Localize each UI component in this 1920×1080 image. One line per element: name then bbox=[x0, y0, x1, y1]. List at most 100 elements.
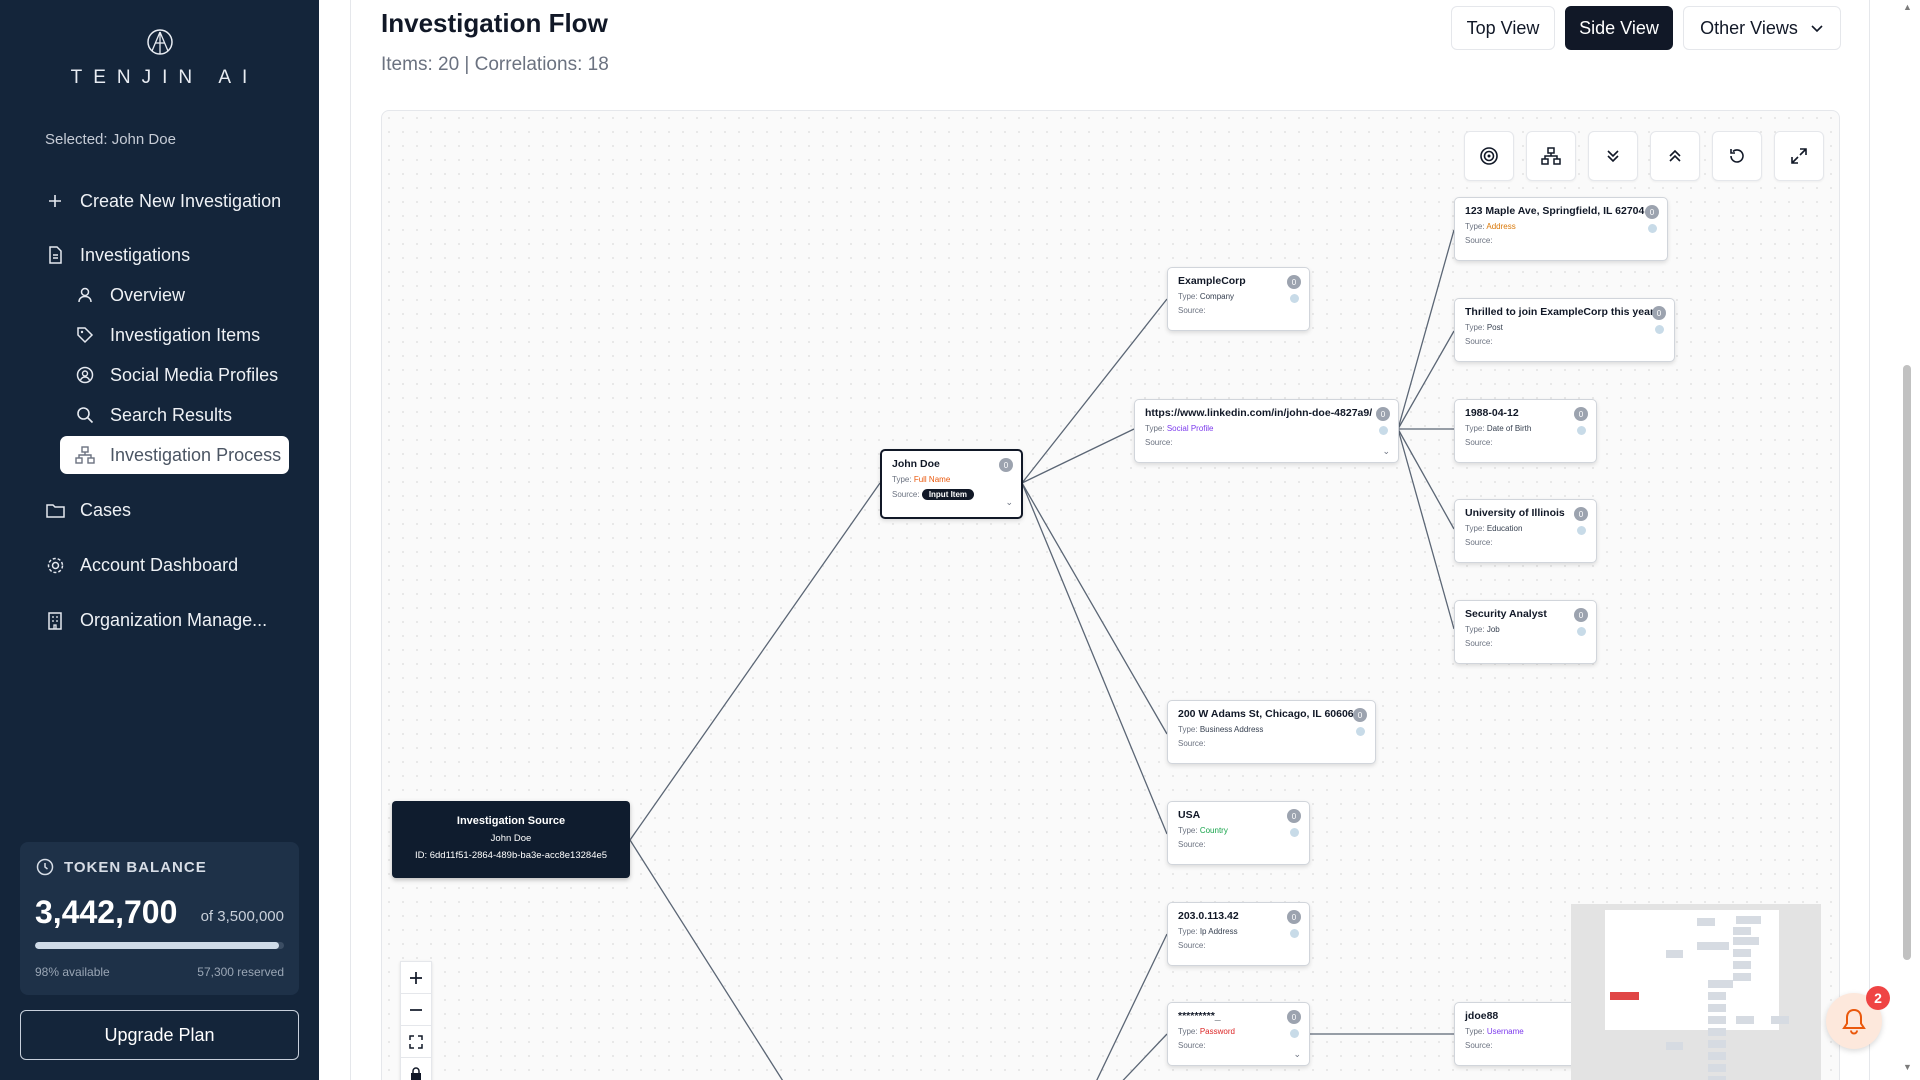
zoom-controls bbox=[400, 961, 432, 1080]
reset-button[interactable] bbox=[1712, 131, 1762, 181]
node-source: Source: bbox=[1178, 306, 1206, 315]
edge-linkedin-job bbox=[1397, 428, 1455, 630]
node-status-dot bbox=[1648, 224, 1657, 233]
fit-view-button[interactable] bbox=[401, 1026, 431, 1058]
clock-icon bbox=[36, 858, 54, 876]
node-type: Type: Username bbox=[1465, 1027, 1524, 1036]
sidebar-item-organization-management[interactable]: Organization Manage... bbox=[45, 605, 267, 635]
sidebar-item-cases[interactable]: Cases bbox=[45, 495, 131, 525]
edge-source-down bbox=[629, 839, 784, 1080]
edge-down-pwd bbox=[1122, 1033, 1168, 1080]
node-title: USA bbox=[1178, 809, 1201, 821]
sidebar-item-investigation-items[interactable]: Investigation Items bbox=[60, 316, 289, 354]
node-type: Type: Social Profile bbox=[1145, 424, 1214, 433]
fullscreen-button[interactable] bbox=[1774, 131, 1824, 181]
node-examplecorp[interactable]: ExampleCorp Type: Company Source: 0 bbox=[1167, 267, 1310, 331]
node-type-value: Business Address bbox=[1199, 725, 1264, 734]
node-source: Source: bbox=[1178, 941, 1206, 950]
sidebar-item-label: Organization Manage... bbox=[80, 609, 268, 630]
minimap-node bbox=[1666, 950, 1683, 958]
minimap-viewport bbox=[1605, 910, 1779, 1030]
sidebar-item-search-results[interactable]: Search Results bbox=[60, 396, 289, 434]
token-reserved: 57,300 reserved bbox=[197, 965, 284, 979]
node-business-address[interactable]: 200 W Adams St, Chicago, IL 60606 Type: … bbox=[1167, 700, 1376, 764]
network-icon bbox=[75, 445, 95, 465]
edge-john-adams bbox=[1021, 482, 1168, 735]
sidebar-item-create-investigation[interactable]: Create New Investigation bbox=[45, 186, 281, 216]
node-type-value: Education bbox=[1486, 524, 1523, 533]
zoom-out-button[interactable] bbox=[401, 994, 431, 1026]
layout-button[interactable] bbox=[1526, 131, 1576, 181]
node-source: Source: bbox=[1465, 438, 1493, 447]
minimap-node bbox=[1708, 1076, 1726, 1080]
minus-icon bbox=[410, 1008, 422, 1011]
node-title: jdoe88 bbox=[1465, 1010, 1499, 1022]
node-country[interactable]: USA Type: Country Source: 0 bbox=[1167, 801, 1310, 865]
investigation-source-node[interactable]: Investigation Source John Doe ID: 6dd11f… bbox=[392, 801, 630, 878]
node-count-badge: 0 bbox=[999, 458, 1013, 472]
edge-linkedin-maple bbox=[1397, 229, 1455, 430]
chevron-down-icon[interactable]: ⌄ bbox=[1005, 497, 1013, 507]
node-count-badge: 0 bbox=[1287, 809, 1301, 823]
node-count-badge: 0 bbox=[1287, 1010, 1301, 1024]
node-type: Type: Date of Birth bbox=[1465, 424, 1532, 433]
node-password[interactable]: *********_ Type: Password Source: 0 ⌄ bbox=[1167, 1002, 1310, 1066]
node-status-dot bbox=[1290, 294, 1299, 303]
node-count-badge: 0 bbox=[1353, 708, 1367, 722]
edge-linkedin-uni bbox=[1397, 428, 1455, 530]
chevron-down-icon[interactable]: ⌄ bbox=[1382, 446, 1390, 456]
node-date-of-birth[interactable]: 1988-04-12 Type: Date of Birth Source: 0 bbox=[1454, 399, 1597, 463]
token-balance-title: TOKEN BALANCE bbox=[64, 858, 207, 876]
sidebar-item-investigation-process[interactable]: Investigation Process bbox=[60, 436, 289, 474]
node-type: Type: Country bbox=[1178, 826, 1228, 835]
node-title: 1988-04-12 bbox=[1465, 407, 1519, 419]
tenjin-logo-icon bbox=[146, 29, 173, 55]
side-view-button[interactable]: Side View bbox=[1565, 6, 1673, 50]
node-status-dot bbox=[1290, 1029, 1299, 1038]
node-source: Source: bbox=[1465, 236, 1493, 245]
chevron-down-icon[interactable]: ⌄ bbox=[1293, 1049, 1301, 1059]
node-type: Type: Address bbox=[1465, 222, 1516, 231]
upgrade-plan-button[interactable]: Upgrade Plan bbox=[20, 1010, 299, 1060]
brand-name: TENJIN AI bbox=[70, 67, 259, 88]
scroll-up-arrow[interactable]: ▲ bbox=[1903, 2, 1912, 12]
node-post[interactable]: Thrilled to join ExampleCorp this year. … bbox=[1454, 298, 1675, 362]
sidebar-item-account-dashboard[interactable]: Account Dashboard bbox=[45, 550, 238, 580]
node-job[interactable]: Security Analyst Type: Job Source: 0 bbox=[1454, 600, 1597, 664]
node-source: Source: bbox=[1178, 1041, 1206, 1050]
zoom-in-button[interactable] bbox=[401, 962, 431, 994]
scroll-down-arrow[interactable]: ▼ bbox=[1903, 1062, 1912, 1072]
node-status-dot bbox=[1379, 426, 1388, 435]
tag-icon bbox=[75, 325, 95, 345]
node-john-doe[interactable]: John Doe Type: Full Name Source: Input I… bbox=[880, 449, 1023, 519]
node-address-maple[interactable]: 123 Maple Ave, Springfield, IL 62704 Typ… bbox=[1454, 197, 1668, 261]
minimap-node-source bbox=[1610, 992, 1639, 1000]
node-status-dot bbox=[1577, 426, 1586, 435]
lock-button[interactable] bbox=[401, 1058, 431, 1080]
source-name: John Doe bbox=[490, 833, 532, 844]
other-views-dropdown[interactable]: Other Views bbox=[1683, 6, 1841, 50]
gear-icon bbox=[45, 555, 65, 575]
page-subtitle: Items: 20 | Correlations: 18 bbox=[381, 54, 609, 75]
node-education[interactable]: University of Illinois Type: Education S… bbox=[1454, 499, 1597, 563]
node-linkedin-profile[interactable]: https://www.linkedin.com/in/john-doe-482… bbox=[1134, 399, 1399, 463]
target-button[interactable] bbox=[1464, 131, 1514, 181]
flow-canvas[interactable]: Investigation Source John Doe ID: 6dd11f… bbox=[381, 110, 1840, 1080]
minimap-node bbox=[1733, 973, 1751, 981]
minimap[interactable] bbox=[1571, 904, 1821, 1080]
sidebar-item-investigations[interactable]: Investigations bbox=[45, 240, 190, 270]
node-title: *********_ bbox=[1178, 1010, 1221, 1022]
page-scrollbar[interactable] bbox=[1903, 365, 1911, 960]
minimap-node bbox=[1733, 927, 1751, 935]
node-title: University of Illinois bbox=[1465, 507, 1565, 519]
node-source: Source: bbox=[1178, 739, 1206, 748]
top-view-button[interactable]: Top View bbox=[1451, 6, 1555, 50]
minimap-node bbox=[1708, 980, 1733, 988]
node-ip-address[interactable]: 203.0.113.42 Type: Ip Address Source: 0 bbox=[1167, 902, 1310, 966]
sidebar-item-social-media-profiles[interactable]: Social Media Profiles bbox=[60, 356, 289, 394]
collapse-all-button[interactable] bbox=[1650, 131, 1700, 181]
sidebar-item-overview[interactable]: Overview bbox=[60, 276, 289, 314]
node-type-value: Password bbox=[1199, 1027, 1235, 1036]
folder-icon bbox=[45, 500, 65, 520]
expand-all-button[interactable] bbox=[1588, 131, 1638, 181]
